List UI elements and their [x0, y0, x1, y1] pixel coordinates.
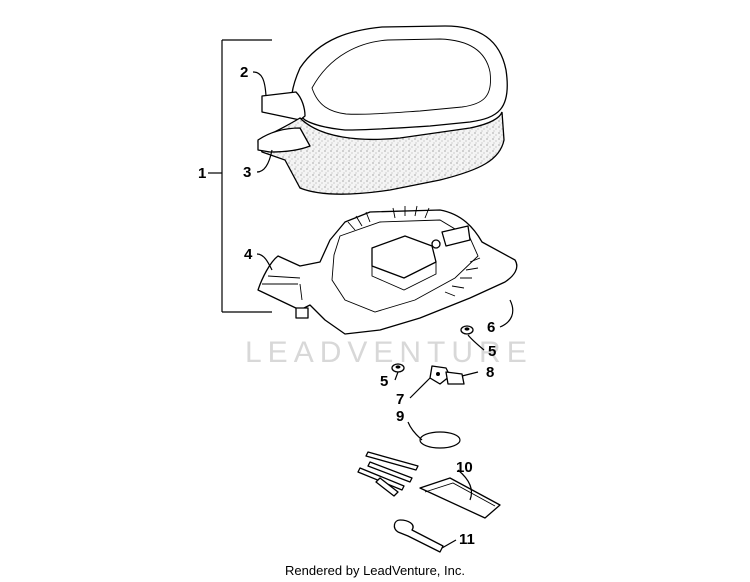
callout-5-left: 5 — [380, 373, 388, 390]
callout-4: 4 — [244, 246, 253, 263]
o-ring[interactable] — [419, 431, 461, 449]
callout-2: 2 — [240, 64, 248, 81]
callout-11: 11 — [459, 531, 475, 548]
assembly-bracket — [208, 39, 272, 313]
tool-kit[interactable] — [357, 451, 501, 519]
grommet-left[interactable] — [391, 363, 405, 373]
seat-base[interactable] — [257, 205, 518, 335]
callout-9: 9 — [396, 408, 404, 425]
callout-8: 8 — [486, 364, 494, 381]
seat-latch[interactable] — [429, 365, 465, 385]
callout-3: 3 — [243, 164, 251, 181]
footer-credit: Rendered by LeadVenture, Inc. — [285, 563, 465, 578]
callout-7: 7 — [396, 391, 404, 408]
watermark-text: LEADVENTURE — [245, 336, 533, 369]
spanner-wrench[interactable] — [393, 519, 444, 553]
leader-lines — [252, 71, 514, 549]
seat-foam[interactable] — [257, 111, 505, 195]
callout-6: 6 — [487, 319, 495, 336]
seat-cover[interactable] — [261, 25, 508, 131]
callout-5-right: 5 — [488, 343, 496, 360]
callout-1: 1 — [198, 165, 206, 182]
grommet-right[interactable] — [460, 325, 474, 335]
callout-10: 10 — [456, 459, 473, 476]
